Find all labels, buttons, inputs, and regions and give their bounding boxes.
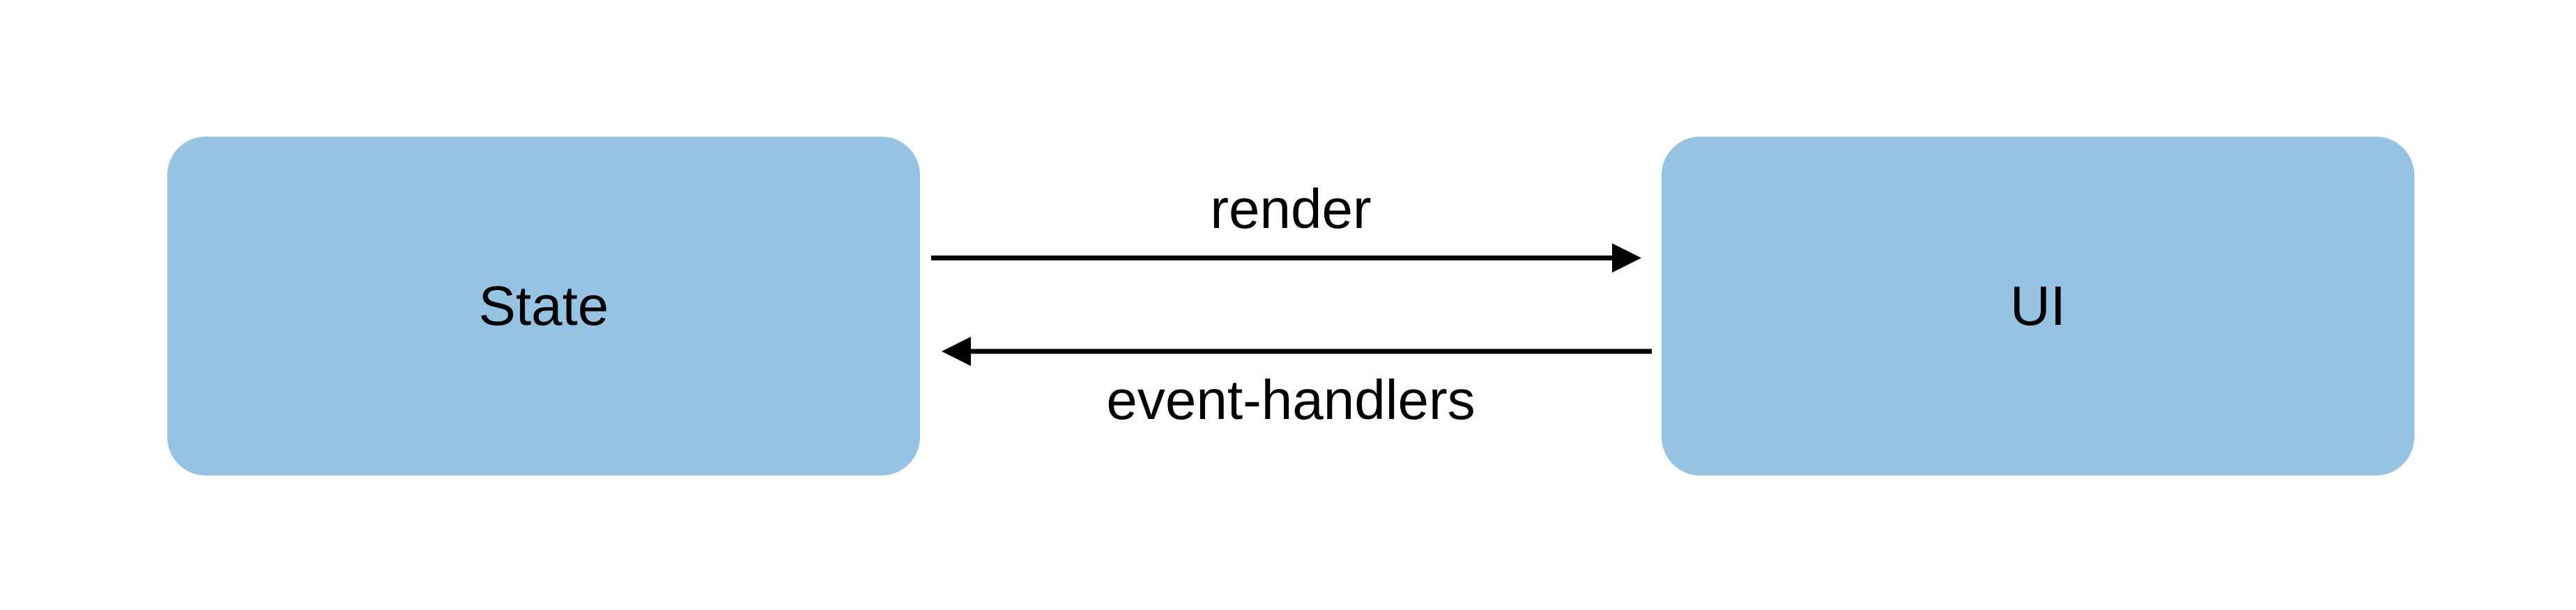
render-label: render	[1210, 178, 1372, 240]
state-node: State	[167, 137, 920, 475]
ui-node: UI	[1662, 137, 2414, 475]
event-handlers-label: event-handlers	[1106, 369, 1475, 431]
ui-node-label: UI	[2010, 275, 2066, 337]
state-node-label: State	[478, 275, 609, 337]
